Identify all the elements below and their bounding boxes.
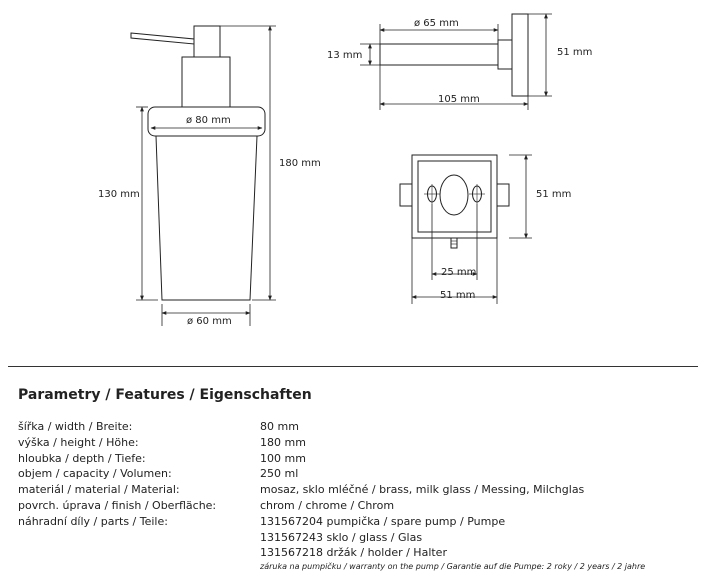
plate-width: 51 mm	[440, 290, 475, 301]
feature-value: 250 ml	[260, 467, 299, 481]
plate-inner	[417, 160, 492, 233]
feature-row: náhradní díly / parts / Teile: 131567204…	[18, 514, 698, 530]
feature-value: 80 mm	[260, 420, 299, 433]
feature-value: chrom / chrome / Chrom	[260, 498, 395, 512]
front-body-height: 130 mm	[98, 189, 140, 200]
feature-label	[18, 530, 260, 546]
front-view-dispenser	[130, 25, 266, 301]
feature-row: povrch. úprava / finish / Oberfläche: ch…	[18, 498, 698, 514]
side-dimensions	[360, 13, 552, 110]
feature-value: 131567243 sklo / glass / Glas	[260, 530, 423, 544]
feature-label: povrch. úprava / finish / Oberfläche:	[18, 498, 217, 512]
pump-head	[193, 25, 221, 58]
plate-outer	[411, 154, 498, 239]
bottle-body	[155, 135, 258, 301]
section-divider	[8, 366, 698, 367]
plate-center-hole	[439, 174, 469, 216]
front-neck-diameter: ø 80 mm	[186, 115, 231, 126]
feature-value: 100 mm	[260, 451, 306, 465]
feature-label: náhradní díly / parts / Teile:	[18, 514, 168, 528]
front-base-diameter: ø 60 mm	[187, 316, 232, 327]
warranty-note: záruka na pumpičku / warranty on the pum…	[260, 562, 646, 571]
feature-row: 131567218 držák / holder / Halter	[18, 545, 698, 561]
side-view-holder	[379, 13, 529, 97]
feature-row: materiál / material / Material: mosaz, s…	[18, 482, 698, 498]
feature-label: materiál / material / Material:	[18, 483, 180, 497]
feature-row: hloubka / depth / Tiefe: 100 mm	[18, 451, 698, 467]
holder-arm	[379, 43, 499, 66]
technical-drawing: ø 80 mm ø 60 mm 130 mm 180 mm ø 65 mm 13…	[98, 13, 592, 327]
feature-row: šířka / width / Breite: 80 mm	[18, 419, 698, 435]
feature-value: mosaz, sklo mléčné / brass, milk glass /…	[260, 483, 585, 497]
bottle-rim	[147, 106, 266, 137]
feature-row: objem / capacity / Volumen: 250 ml	[18, 466, 698, 482]
holder-wall-plate	[511, 13, 529, 97]
holder-neck	[497, 39, 513, 70]
feature-value: 180 mm	[260, 435, 306, 449]
front-dimensions	[136, 25, 276, 326]
plate-hole-spacing: 25 mm	[441, 267, 476, 278]
feature-row: výška / height / Höhe: 180 mm	[18, 435, 698, 451]
feature-label: objem / capacity / Volumen:	[18, 467, 172, 481]
feature-label: šířka / width / Breite:	[18, 420, 133, 433]
feature-value: 131567204 pumpička / spare pump / Pumpe	[260, 514, 506, 528]
side-diameter: ø 65 mm	[414, 18, 459, 29]
feature-label: hloubka / depth / Tiefe:	[18, 451, 146, 465]
feature-label: výška / height / Höhe:	[18, 435, 139, 449]
pump-spout	[130, 32, 195, 45]
side-plate-height: 51 mm	[557, 47, 592, 58]
front-total-height: 180 mm	[279, 158, 321, 169]
features-heading: Parametry / Features / Eigenschaften	[18, 387, 312, 403]
features-table: šířka / width / Breite: 80 mm výška / he…	[18, 419, 698, 561]
side-length: 105 mm	[438, 94, 480, 105]
plate-front-view	[399, 154, 510, 249]
feature-row: 131567243 sklo / glass / Glas	[18, 530, 698, 546]
plate-dimensions	[411, 154, 532, 304]
side-depth: 13 mm	[327, 50, 362, 61]
plate-left-tab	[399, 183, 413, 207]
feature-value: 131567218 držák / holder / Halter	[260, 546, 447, 560]
plate-set-screw	[450, 237, 458, 249]
pump-collar	[181, 56, 231, 108]
plate-right-tab	[496, 183, 510, 207]
plate-height-label: 51 mm	[536, 189, 571, 200]
feature-label	[18, 545, 260, 561]
